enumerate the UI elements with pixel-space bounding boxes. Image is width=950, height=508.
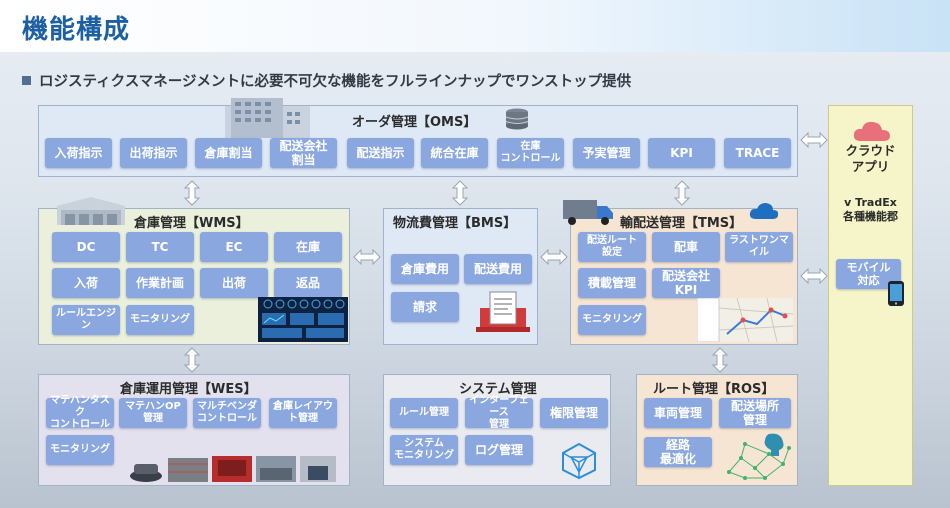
smartphone-icon (888, 281, 904, 306)
wms-btn-returns[interactable]: 返品 (274, 268, 342, 298)
page-title: 機能構成 (22, 15, 131, 45)
wms-btn-rule-engine[interactable]: ルールエンジン (52, 305, 120, 335)
tms-btn-carrier-kpi[interactable]: 配送会社 KPI (652, 268, 720, 298)
oms-btn-integrated-inventory[interactable]: 統合在庫 (421, 138, 488, 168)
bms-btn-warehouse-cost[interactable]: 倉庫費用 (391, 254, 459, 284)
dashboard-screenshot-icon (258, 297, 348, 342)
wms-title: 倉庫管理【WMS】 (134, 216, 249, 231)
arrow-oms-cloud (800, 132, 828, 148)
bms-btn-delivery-cost[interactable]: 配送費用 (464, 254, 532, 284)
warehouse-icon (57, 197, 125, 225)
oms-btn-kpi[interactable]: KPI (648, 138, 715, 168)
ros-title: ルート管理【ROS】 (653, 382, 775, 397)
subtitle: ロジスティクスマネージメントに必要不可欠な機能をフルラインナップでワンストップ提… (22, 70, 631, 91)
wes-title: 倉庫運用管理【WES】 (120, 382, 257, 397)
cloud-title: クラウド アプリ (845, 143, 896, 175)
system-title: システム管理 (459, 382, 537, 397)
truck-icon (563, 200, 613, 225)
cloud-label: v TradEx 各種機能郡 (843, 196, 898, 224)
arrow-tms-ros (712, 347, 728, 373)
wes-btn-material-handling-op[interactable]: マテハンOP 管理 (119, 398, 187, 428)
wms-btn-ec[interactable]: EC (200, 232, 268, 262)
database-icon (505, 108, 529, 130)
building-icon (225, 98, 310, 138)
oms-btn-inbound-instruction[interactable]: 入荷指示 (45, 138, 112, 168)
sys-btn-interface-management[interactable]: インターフェース 管理 (465, 395, 533, 430)
arrow-oms-bms (452, 180, 468, 206)
oms-btn-trace[interactable]: TRACE (724, 138, 791, 168)
cloud-icon (853, 121, 890, 141)
wms-btn-outbound[interactable]: 出荷 (200, 268, 268, 298)
sys-btn-log-management[interactable]: ログ管理 (465, 435, 533, 465)
arrow-tms-cloud (800, 268, 828, 284)
oms-btn-carrier-allocation[interactable]: 配送会社 割当 (270, 138, 337, 168)
subtitle-text: ロジスティクスマネージメントに必要不可欠な機能をフルラインナップでワンストップ提… (39, 74, 632, 90)
tms-btn-last-one-mile[interactable]: ラストワンマイル (725, 232, 793, 262)
azure-cloud-icon (749, 203, 779, 219)
ros-btn-route-optimization[interactable]: 経路 最適化 (644, 437, 712, 467)
oms-btn-outbound-instruction[interactable]: 出荷指示 (120, 138, 187, 168)
invoice-laptop-icon (476, 291, 530, 332)
oms-btn-inventory-control[interactable]: 在庫 コントロール (497, 138, 564, 168)
map-screenshot-icon (697, 298, 793, 342)
wes-btn-warehouse-layout[interactable]: 倉庫レイアウ ト管理 (269, 398, 337, 428)
sys-btn-permission-management[interactable]: 権限管理 (540, 398, 608, 428)
ros-btn-delivery-location[interactable]: 配送場所 管理 (719, 398, 791, 428)
cube-logo-icon (562, 442, 596, 480)
wes-btn-monitoring[interactable]: モニタリング (46, 435, 114, 465)
sys-btn-system-monitoring[interactable]: システム モニタリング (390, 435, 458, 465)
wms-btn-monitoring[interactable]: モニタリング (126, 305, 194, 335)
tms-title: 輸配送管理【TMS】 (620, 216, 743, 231)
ros-btn-vehicle-management[interactable]: 車両管理 (644, 398, 712, 428)
arrow-bms-tms (540, 249, 568, 265)
material-handling-photos-icon (130, 456, 336, 482)
oms-title: オーダ管理【OMS】 (352, 115, 477, 130)
bms-btn-billing[interactable]: 請求 (391, 292, 459, 322)
wes-btn-material-handling-task-control[interactable]: マテハンタスク コントロール (46, 395, 114, 430)
wms-btn-inventory[interactable]: 在庫 (274, 232, 342, 262)
oms-btn-delivery-instruction[interactable]: 配送指示 (347, 138, 414, 168)
header-bar (0, 0, 950, 52)
wms-btn-dc[interactable]: DC (52, 232, 120, 262)
arrow-oms-wms (184, 180, 200, 206)
arrow-oms-tms (674, 180, 690, 206)
system-panel (383, 374, 611, 486)
wms-btn-tc[interactable]: TC (126, 232, 194, 262)
wes-btn-multivendor-control[interactable]: マルチベンダ コントロール (193, 398, 261, 428)
tms-btn-monitoring[interactable]: モニタリング (578, 305, 646, 335)
bms-title: 物流費管理【BMS】 (393, 216, 517, 231)
ai-network-icon (727, 433, 791, 480)
bullet-square-icon (22, 76, 31, 85)
tms-btn-load-management[interactable]: 積載管理 (578, 268, 646, 298)
arrow-wms-wes (184, 347, 200, 373)
tms-btn-route-setting[interactable]: 配送ルート 設定 (578, 232, 646, 262)
ros-panel (636, 374, 798, 486)
wms-btn-inbound[interactable]: 入荷 (52, 268, 120, 298)
tms-btn-dispatch[interactable]: 配車 (652, 232, 720, 262)
oms-btn-plan-actual[interactable]: 予実管理 (573, 138, 640, 168)
mobile-support-button[interactable]: モバイル 対応 (836, 259, 901, 289)
wms-btn-work-plan[interactable]: 作業計画 (126, 268, 194, 298)
oms-btn-warehouse-allocation[interactable]: 倉庫割当 (195, 138, 262, 168)
sys-btn-rule-management[interactable]: ルール管理 (390, 398, 458, 428)
arrow-wms-bms (353, 249, 381, 265)
